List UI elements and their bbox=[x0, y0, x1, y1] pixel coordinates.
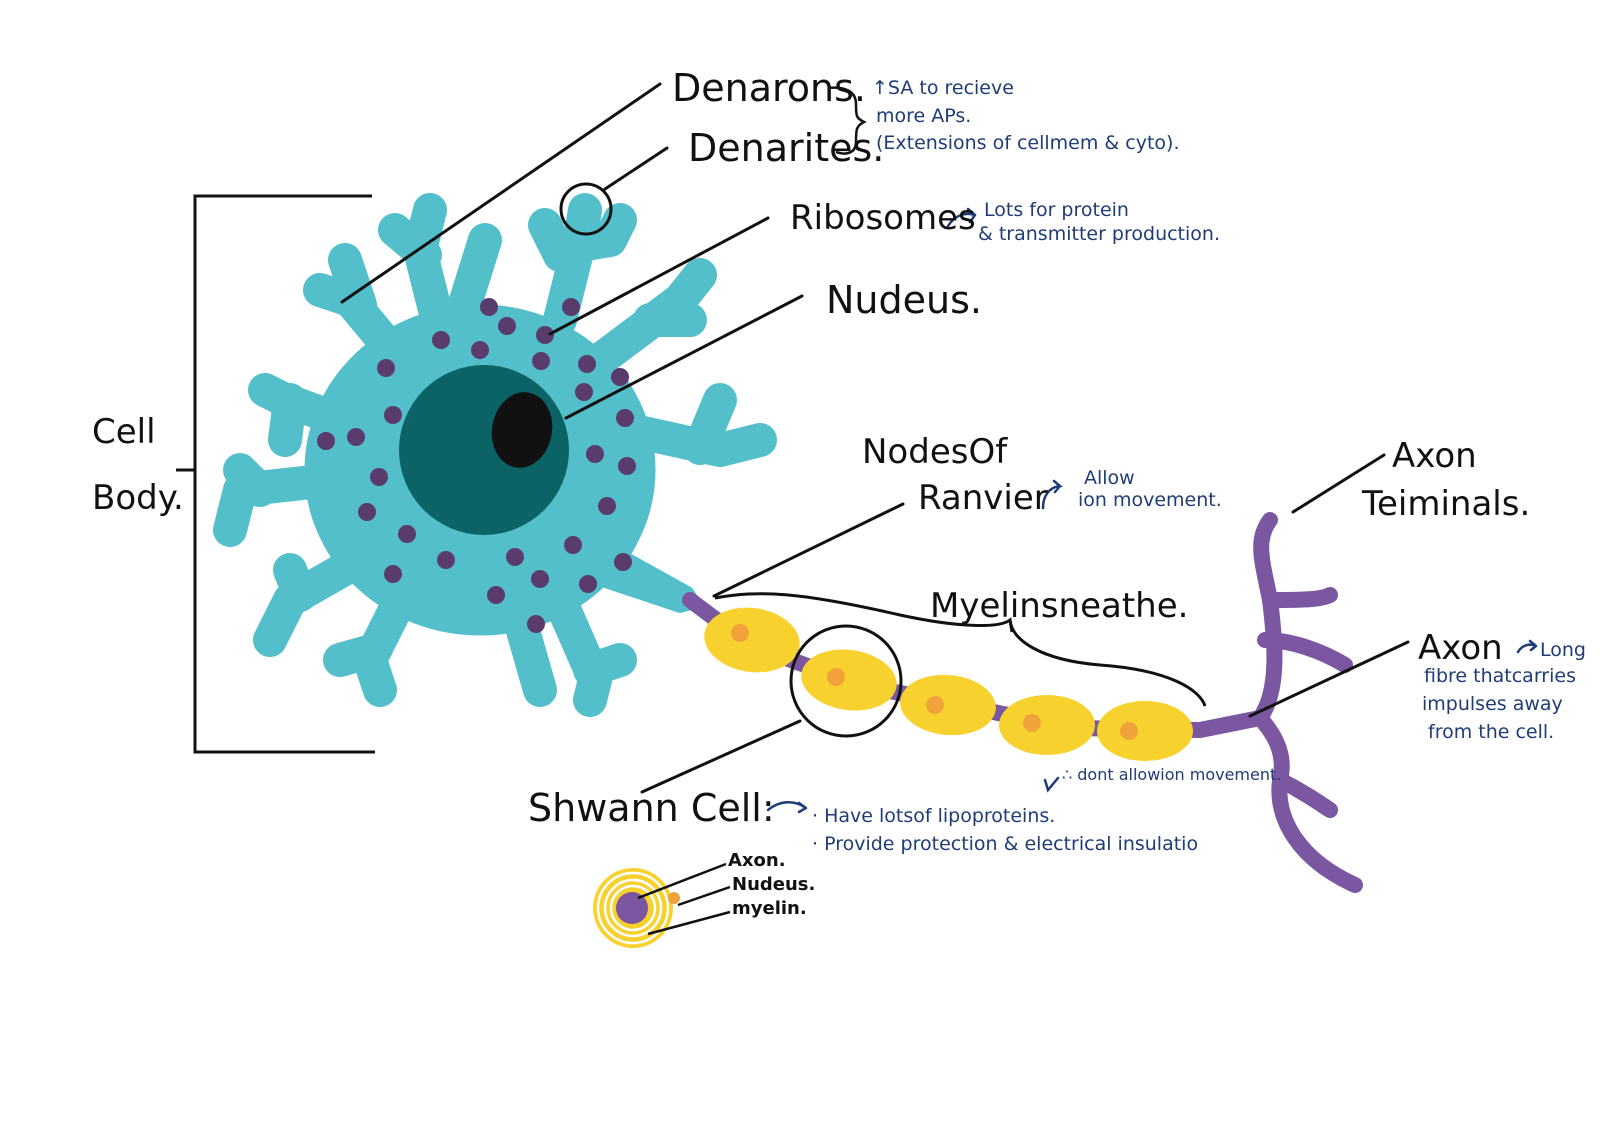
dendrites-label: Denarites. bbox=[688, 126, 885, 170]
cross-section-axon-label: Axon. bbox=[728, 850, 786, 871]
myelin-note: ∴ dont allowion movement. bbox=[1062, 765, 1282, 784]
cell-body-bracket bbox=[176, 194, 375, 754]
axon-note-line4: from the cell. bbox=[1428, 721, 1555, 743]
note-arrows bbox=[766, 207, 1538, 814]
ribosomes-note-line2: & transmitter production. bbox=[978, 223, 1220, 245]
dendrites-note-line2: more APs. bbox=[876, 105, 972, 127]
cross-section-pointers bbox=[637, 862, 731, 936]
myelin-brace-tip bbox=[1008, 619, 1014, 633]
cross-section-nucleus-label: Nudeus. bbox=[732, 874, 816, 895]
axon-note-line2: fibre thatcarries bbox=[1424, 665, 1576, 687]
axon-label: Axon bbox=[1418, 628, 1503, 668]
myelin-sheath bbox=[704, 607, 1193, 761]
cell-body-label-line1: Cell bbox=[92, 412, 156, 452]
ribosomes-note-line1: Lots for protein bbox=[984, 199, 1129, 221]
cross-section-myelin-label: myelin. bbox=[732, 898, 807, 919]
myelin-sheath-label: Myelinsneathe. bbox=[930, 586, 1189, 626]
pointer-lines bbox=[340, 82, 1410, 794]
nodes-of-ranvier-line2: Ranvier bbox=[918, 478, 1048, 518]
nodes-note-line1: Allow bbox=[1084, 467, 1135, 489]
ribosomes-label: Ribosomes bbox=[790, 198, 976, 238]
cell-body-label-line2: Body. bbox=[92, 478, 184, 518]
nucleolus bbox=[491, 392, 553, 468]
dendrons-label: Denarons. bbox=[672, 66, 867, 110]
ribosomes bbox=[317, 298, 636, 633]
dendrite-brace bbox=[827, 86, 867, 155]
schwann-note-line1: · Have lotsof lipoproteins. bbox=[812, 805, 1056, 827]
schwann-cell-label: Shwann Cell: bbox=[528, 786, 775, 830]
nodes-of-ranvier-line1: NodesOf bbox=[862, 432, 1008, 472]
cross-section bbox=[593, 868, 680, 948]
highlight-circles bbox=[559, 182, 903, 738]
schwann-nuclei bbox=[731, 624, 1138, 740]
axon-note-line1: Long bbox=[1540, 639, 1586, 661]
dendrites-note-line1: ↑SA to recieve bbox=[872, 77, 1014, 99]
axon-terminals-line2: Teiminals. bbox=[1362, 484, 1531, 524]
axon-note-line3: impulses away bbox=[1422, 693, 1563, 715]
axon-terminals-line1: Axon bbox=[1392, 436, 1477, 476]
schwann-note-line2: · Provide protection & electrical insula… bbox=[812, 833, 1199, 855]
dendrites-note-line3: (Extensions of cellmem & cyto). bbox=[876, 132, 1180, 154]
nucleus-label: Nudeus. bbox=[826, 278, 982, 322]
nodes-note-line2: ion movement. bbox=[1078, 489, 1222, 511]
